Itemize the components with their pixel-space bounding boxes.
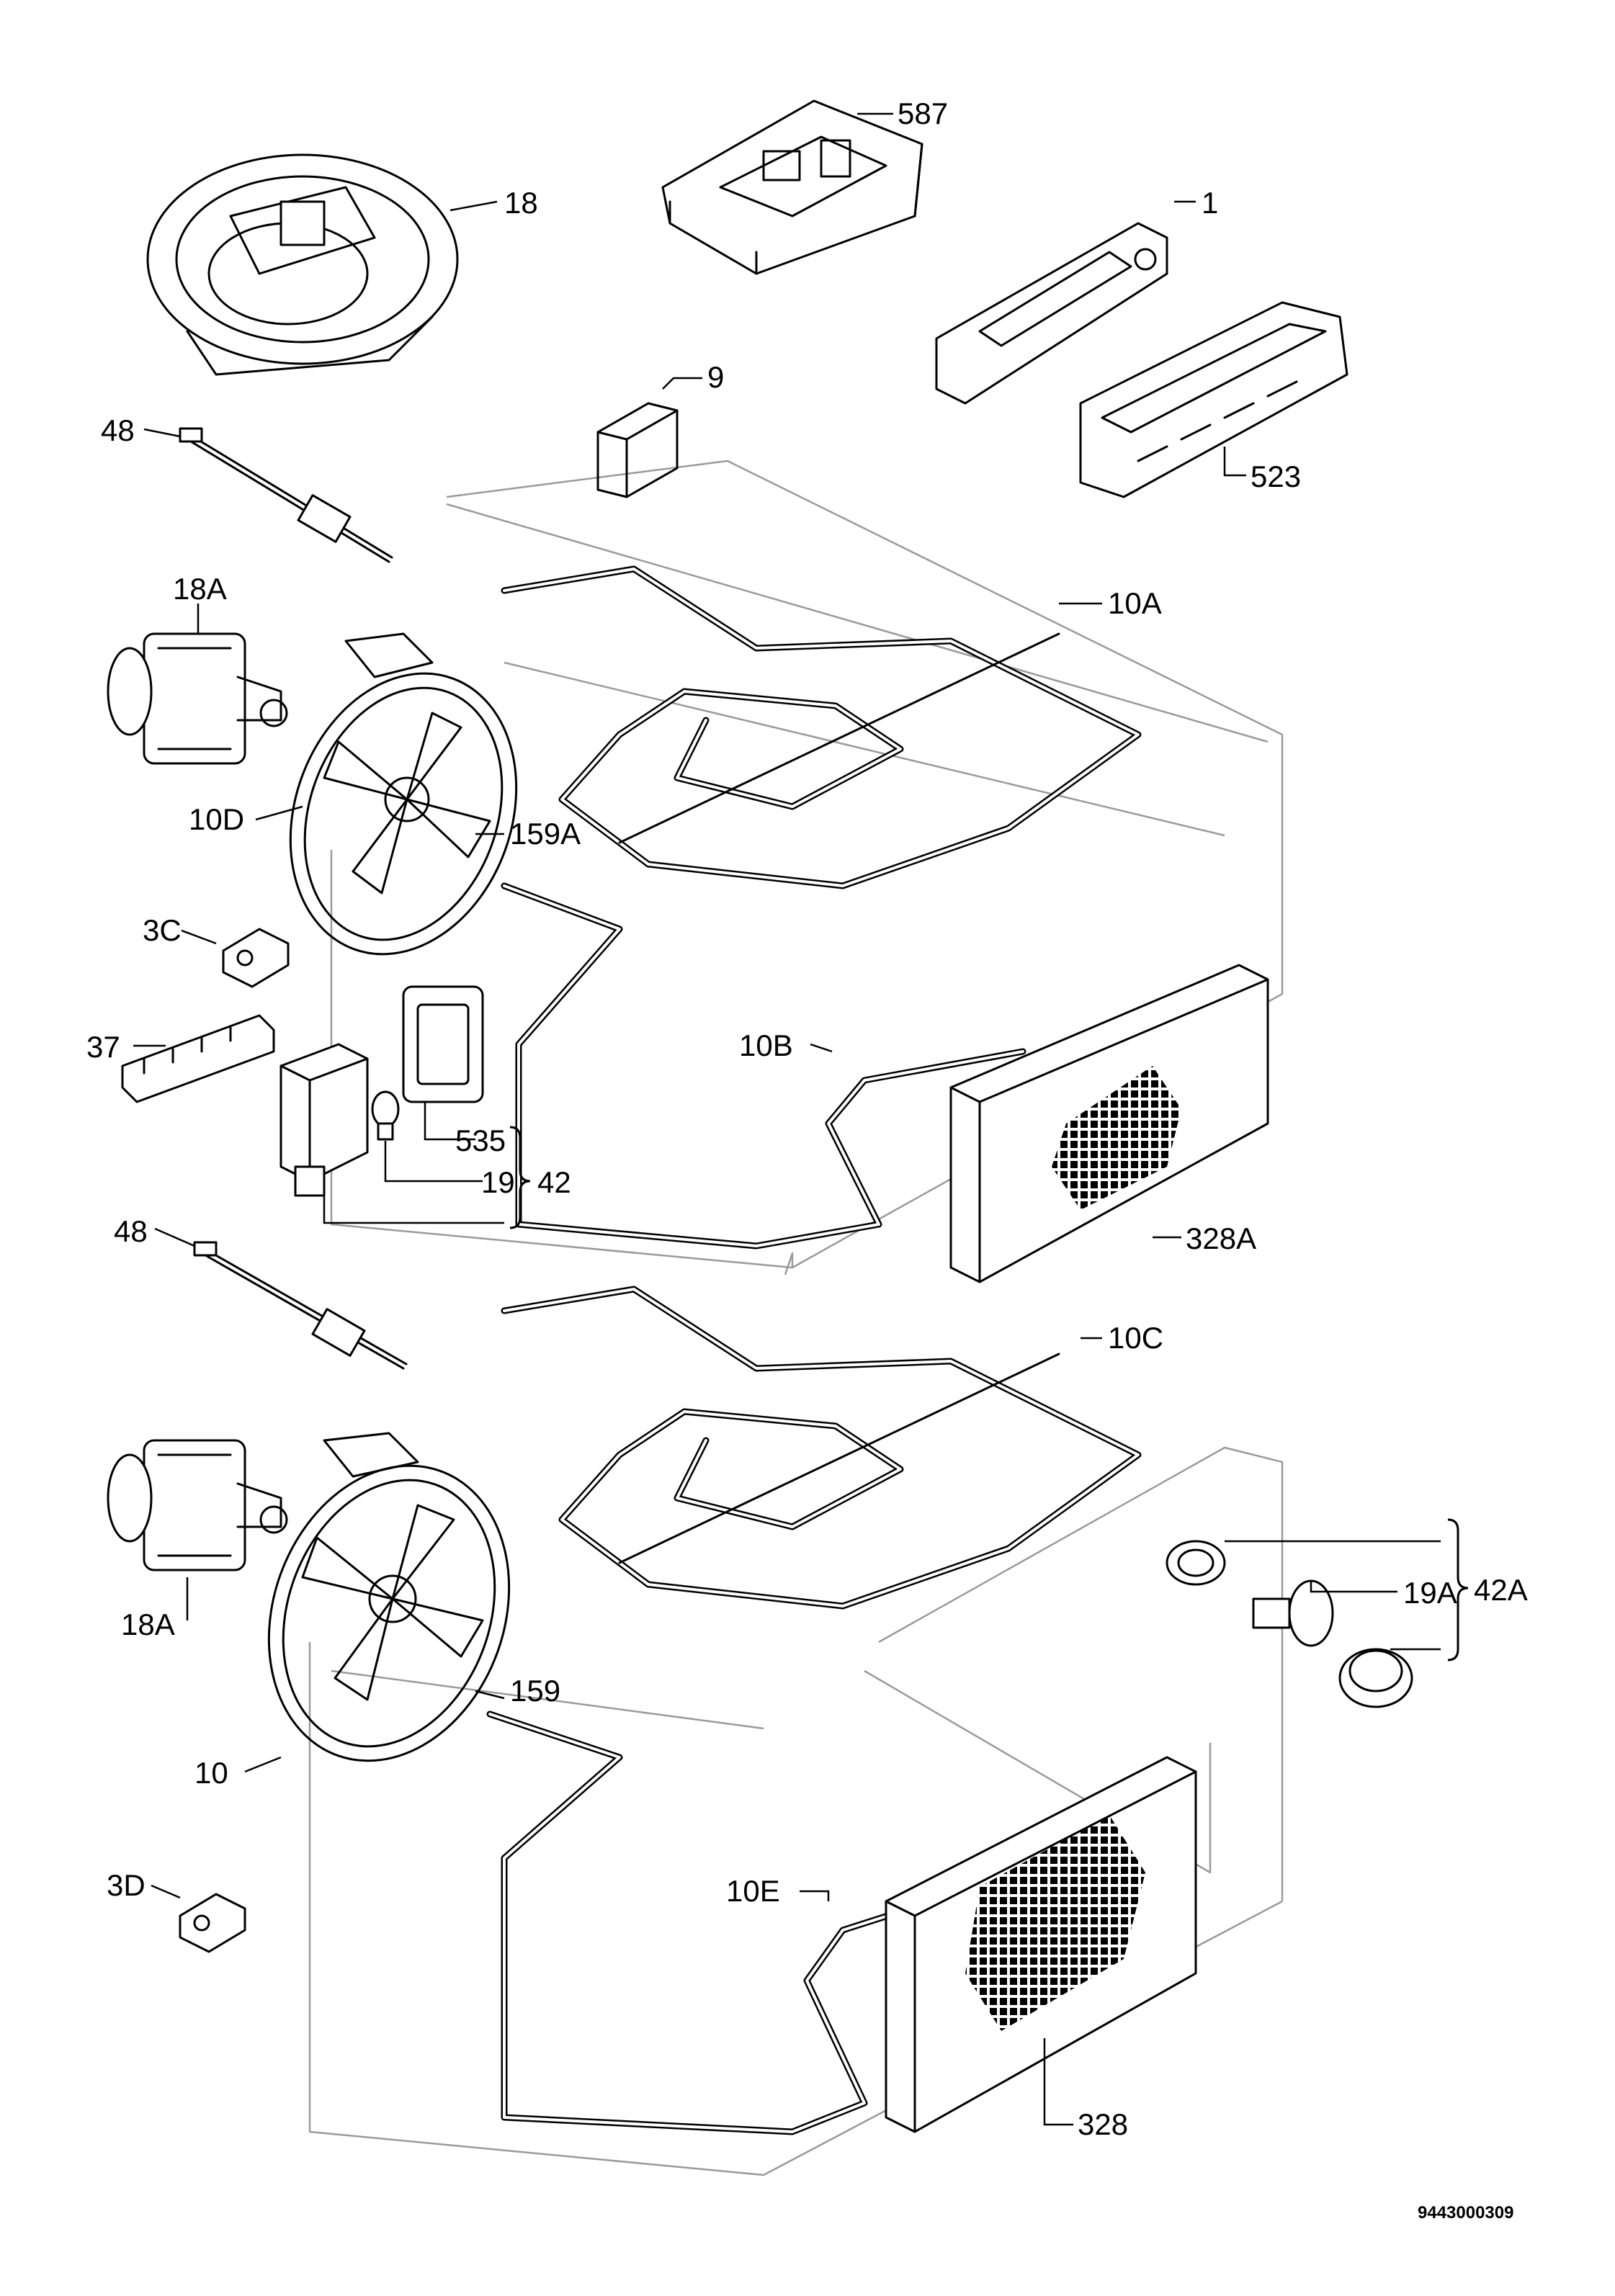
display-board	[935, 222, 1168, 405]
label-1: 1	[1202, 186, 1218, 220]
label-523: 523	[1251, 459, 1301, 493]
fan-motor-lower	[107, 1439, 288, 1571]
label-10A: 10A	[1108, 586, 1162, 620]
lamp-cover-535	[402, 985, 484, 1103]
temperature-sensor-upper	[179, 427, 393, 563]
label-10C: 10C	[1108, 1321, 1163, 1355]
fan-motor-assembly	[146, 153, 459, 376]
label-9: 9	[707, 360, 724, 394]
lamp-bulb-19	[371, 1090, 400, 1141]
drawing-code: 9443000309	[1418, 2203, 1513, 2223]
fan-motor-upper	[107, 632, 288, 765]
label-3C: 3C	[143, 913, 182, 947]
label-37: 37	[86, 1030, 120, 1064]
label-10E: 10E	[726, 1874, 780, 1908]
lamp-socket-42a	[1166, 1540, 1226, 1586]
lamp-holder	[279, 1043, 369, 1197]
relay	[596, 402, 679, 498]
label-10B: 10B	[739, 1028, 793, 1062]
label-48-upper: 48	[101, 413, 135, 447]
lamp-bulb-19a	[1252, 1579, 1334, 1647]
fan-cover-lower	[885, 1756, 1197, 2133]
label-328: 328	[1078, 2107, 1128, 2141]
label-10: 10	[194, 1756, 228, 1790]
control-board	[661, 99, 923, 275]
label-18A-upper: 18A	[173, 572, 227, 606]
label-159A: 159A	[510, 817, 581, 851]
circular-element-upper	[501, 882, 1026, 1250]
leader-lines	[133, 112, 1441, 2126]
grill-element-upper	[501, 565, 1142, 889]
label-42: 42	[537, 1165, 571, 1199]
display-frame	[1079, 301, 1348, 498]
fan-lower	[267, 1432, 511, 1762]
thermostat-3c	[222, 928, 290, 988]
label-535: 535	[455, 1124, 506, 1157]
label-19A: 19A	[1403, 1576, 1457, 1610]
fan-upper	[289, 632, 518, 956]
part-labels: 587 18 1 9 523 48 10A 18A 10D 159A 3C 37…	[86, 97, 1528, 2223]
grill-element-lower	[501, 1286, 1142, 1610]
temperature-sensor-lower	[193, 1241, 408, 1370]
label-18: 18	[504, 186, 538, 220]
terminal-block	[121, 1014, 275, 1103]
brace-42a	[1447, 1518, 1469, 1662]
label-18A-lower: 18A	[121, 1607, 175, 1641]
label-42A: 42A	[1474, 1573, 1528, 1607]
fan-cover-upper	[949, 964, 1269, 1283]
label-159: 159	[510, 1674, 560, 1708]
brace-42	[509, 1126, 531, 1229]
thermostat-3d	[179, 1893, 246, 1953]
lamp-glass-cover	[1338, 1648, 1413, 1708]
label-48-lower: 48	[114, 1214, 148, 1248]
circular-element-lower	[486, 1710, 1026, 2135]
label-19: 19	[481, 1165, 515, 1199]
label-10D: 10D	[189, 802, 244, 836]
label-328A: 328A	[1186, 1221, 1256, 1255]
upper-oven-cavity-outline	[330, 459, 1284, 1275]
label-587: 587	[898, 97, 948, 130]
label-3D: 3D	[107, 1868, 146, 1902]
